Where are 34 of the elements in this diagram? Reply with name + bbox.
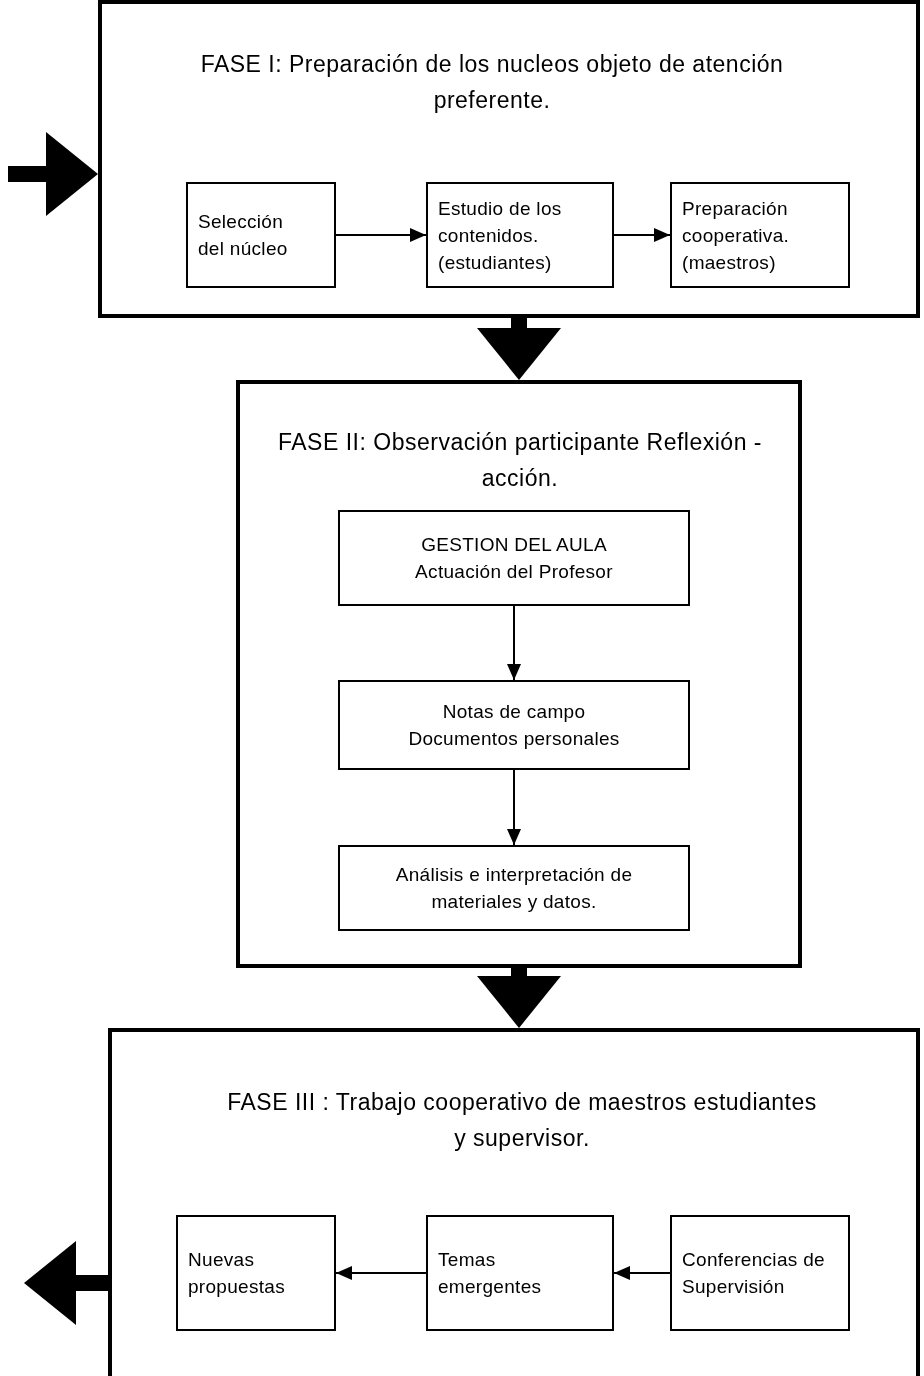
step-label: Nuevas propuestas (188, 1248, 286, 1299)
step-label: Notas de campo Documentos personales (407, 700, 621, 751)
phase-box (98, 0, 920, 318)
arrow (477, 318, 561, 380)
step-label: Estudio de los contenidos. (estudiantes) (438, 196, 563, 275)
arrow (613, 1266, 671, 1280)
step-box (426, 182, 614, 288)
arrow (477, 968, 561, 1028)
step-label: GESTION DEL AULA Actuación del Profesor (414, 533, 614, 584)
step-box (338, 680, 690, 770)
arrow (335, 1266, 427, 1280)
step-label: Preparación cooperativa. (maestros) (682, 196, 791, 275)
arrow (335, 228, 427, 242)
arrow (507, 769, 521, 846)
phase-heading: FASE II: Observación participante Reflexión -acción. (277, 428, 763, 493)
step-box (338, 510, 690, 606)
arrow (507, 605, 521, 681)
arrow (8, 132, 98, 216)
phase-heading: FASE III : Trabajo cooperativo de maestros estudiantes y supervisor. (226, 1088, 818, 1153)
step-box (338, 845, 690, 931)
step-label: Temas emergentes (438, 1248, 543, 1299)
step-box (670, 1215, 850, 1331)
step-box (186, 182, 336, 288)
step-box (670, 182, 850, 288)
step-label: Selección del núcleo (198, 210, 289, 261)
phase-heading: FASE I: Preparación de los nucleos objeto de atención preferente. (199, 50, 785, 115)
phase-box (108, 1028, 920, 1376)
step-label: Conferencias de Supervisión (682, 1248, 826, 1299)
phase-box (236, 380, 802, 968)
step-box (426, 1215, 614, 1331)
arrow (24, 1241, 108, 1325)
step-label: Análisis e interpretación de materiales y datos. (394, 863, 634, 914)
arrow (613, 228, 671, 242)
step-box (176, 1215, 336, 1331)
